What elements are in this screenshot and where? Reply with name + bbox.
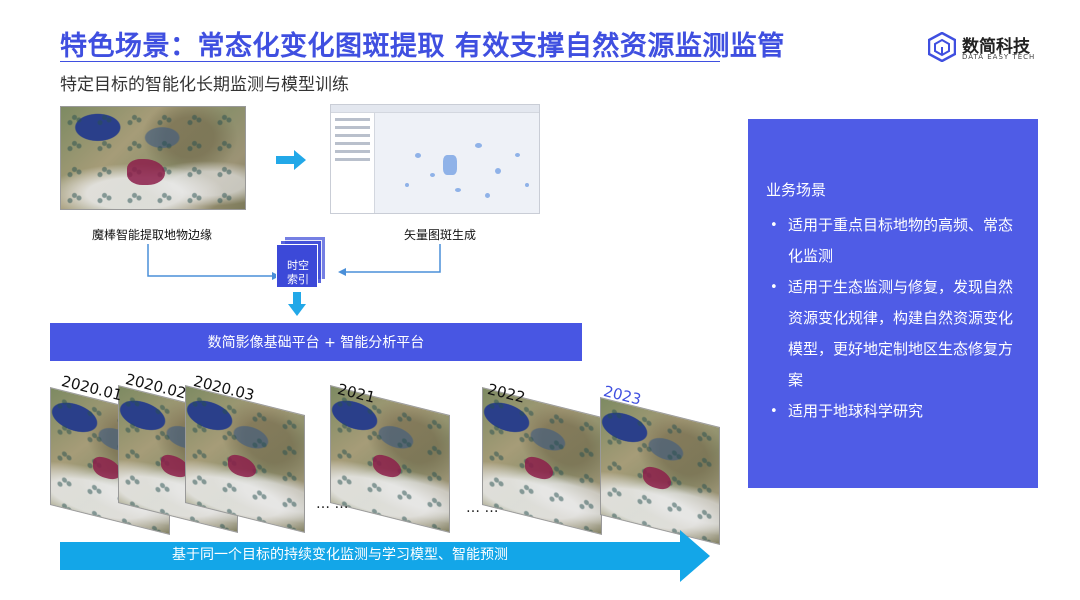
list-item: 适用于地球科学研究 bbox=[766, 396, 1018, 427]
layer-list bbox=[331, 113, 375, 213]
extracted-area bbox=[127, 159, 165, 185]
timeline-arrow bbox=[60, 530, 710, 582]
timeline-frame bbox=[482, 387, 602, 535]
arrow-right-icon bbox=[276, 150, 306, 170]
business-scenario-panel: 业务场景 适用于重点目标地物的高频、常态化监测 适用于生态监测与修复，发现自然资… bbox=[748, 119, 1038, 488]
list-item: 适用于重点目标地物的高频、常态化监测 bbox=[766, 210, 1018, 272]
panel-heading: 业务场景 bbox=[766, 181, 827, 199]
company-logo: 数简科技 DATA EASY TECH bbox=[928, 30, 1048, 66]
ellipsis: … … bbox=[466, 500, 499, 516]
logo-cube-icon bbox=[928, 32, 956, 62]
arrow-down-icon bbox=[288, 292, 306, 316]
logo-name: 数简科技 bbox=[962, 37, 1030, 57]
page-subtitle: 特定目标的智能化长期监测与模型训练 bbox=[60, 75, 349, 95]
vector-label: 矢量图斑生成 bbox=[404, 228, 477, 242]
vector-map bbox=[375, 113, 539, 213]
satellite-image-source bbox=[60, 106, 246, 210]
scenario-list: 适用于重点目标地物的高频、常态化监测 适用于生态监测与修复，发现自然资源变化规律… bbox=[766, 210, 1018, 427]
list-item: 适用于生态监测与修复，发现自然资源变化规律，构建自然资源变化模型，更好地定制地区… bbox=[766, 272, 1018, 396]
logo-tagline: DATA EASY TECH bbox=[962, 53, 1036, 61]
connector-right bbox=[338, 244, 441, 276]
magic-wand-label: 魔棒智能提取地物边缘 bbox=[92, 228, 213, 242]
page-title: 特色场景：常态化变化图斑提取 有效支撑自然资源监测监管 bbox=[60, 31, 785, 62]
map-toolbar bbox=[331, 105, 539, 113]
platform-bar: 数简影像基础平台 + 智能分析平台 bbox=[50, 323, 582, 361]
index-label: 时空 索引 bbox=[287, 259, 309, 286]
ellipsis: … … bbox=[316, 496, 349, 512]
connector-left bbox=[147, 244, 280, 280]
title-divider bbox=[60, 61, 720, 62]
vector-map-panel bbox=[330, 104, 540, 214]
timeline-arrow-label: 基于同一个目标的持续变化监测与学习模型、智能预测 bbox=[172, 547, 508, 563]
timeline-frame bbox=[600, 397, 720, 545]
spatiotemporal-index-icon: 时空 索引 bbox=[276, 236, 328, 290]
